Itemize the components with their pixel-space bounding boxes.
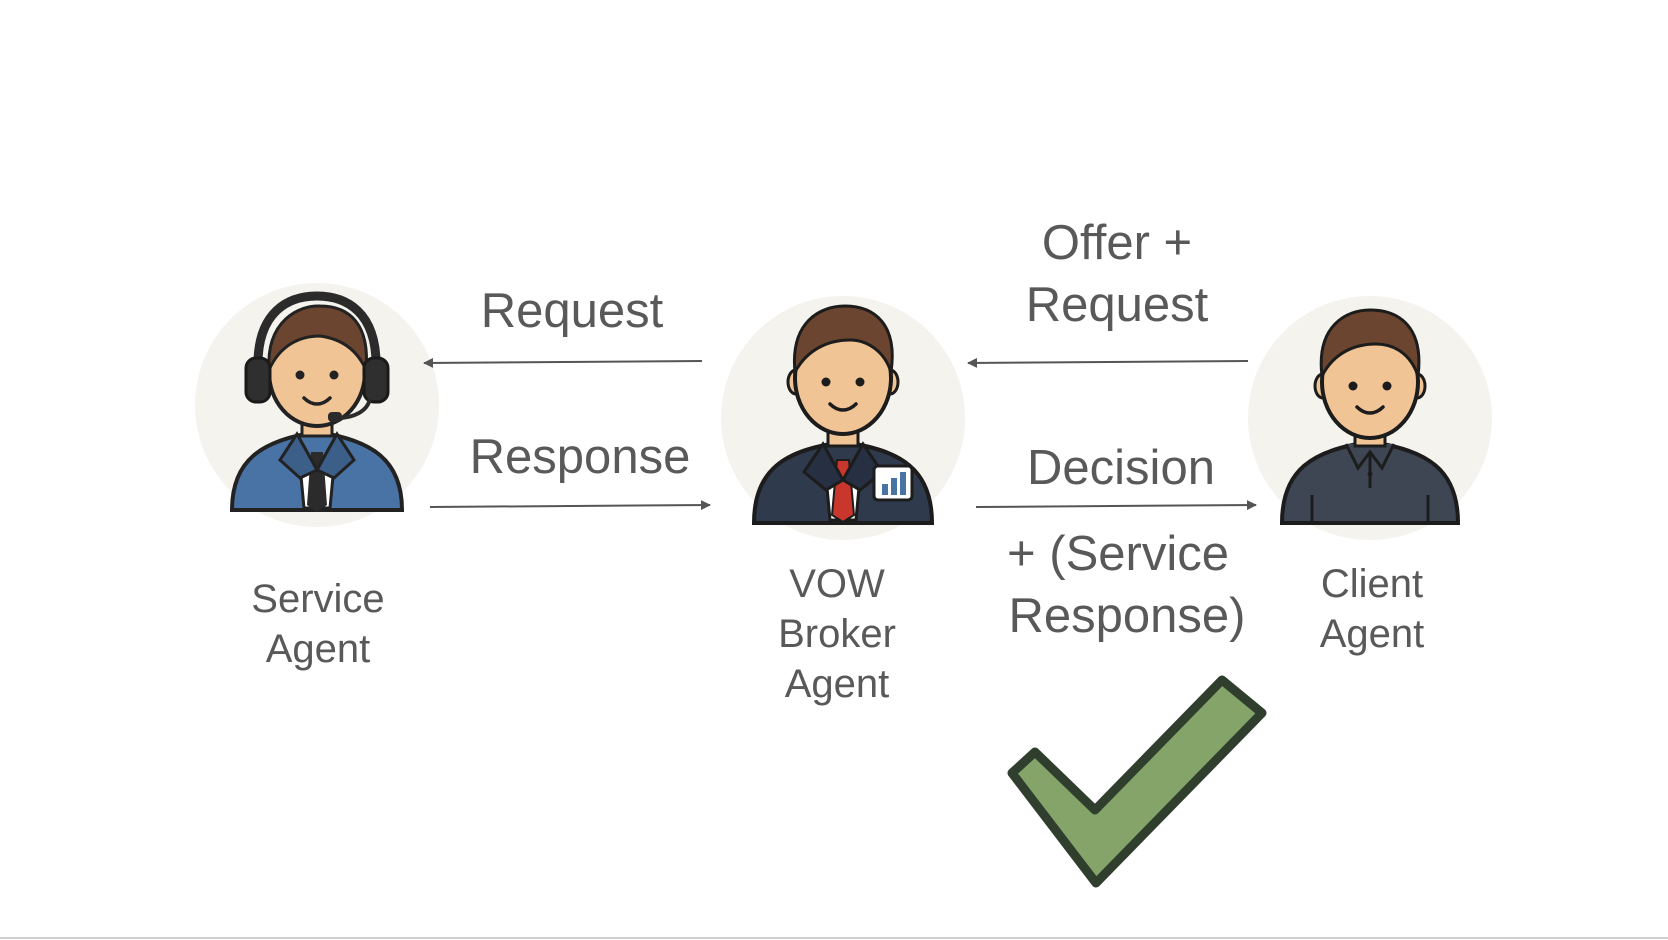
broker-agent-label: VOW Broker Agent	[778, 562, 896, 706]
response-arrow	[429, 500, 711, 511]
offer-request-label-line1: Offer +	[1042, 216, 1192, 270]
response-label-text: Response	[470, 430, 691, 484]
offer-request-label: Offer + Request	[1026, 216, 1209, 332]
decision-arrow	[975, 500, 1257, 511]
decision-label-line2: + (Service	[1007, 527, 1229, 581]
offer-request-arrow	[967, 357, 1249, 368]
decision-label: Decision + (Service Response)	[1007, 441, 1245, 643]
service-agent: Service Agent	[195, 283, 439, 671]
checkmark-icon	[1007, 675, 1267, 888]
broker-agent-icon	[751, 304, 935, 525]
service-agent-label: Service Agent	[251, 577, 384, 671]
request-label-text: Request	[481, 284, 664, 338]
broker-agent-label-line3: Agent	[785, 662, 890, 706]
client-agent-icon	[1279, 308, 1461, 525]
client-agent-label: Client Agent	[1320, 562, 1425, 656]
service-agent-label-line1: Service	[251, 577, 384, 621]
offer-request-label-line2: Request	[1026, 278, 1209, 332]
headset-agent-icon	[229, 291, 405, 512]
broker-agent-label-line2: Broker	[778, 612, 896, 656]
request-label: Request	[481, 284, 664, 338]
client-agent-label-line1: Client	[1321, 562, 1423, 606]
response-label: Response	[470, 430, 691, 484]
request-arrow	[423, 357, 703, 368]
client-agent: Client Agent	[1248, 296, 1492, 656]
decision-label-line1: Decision	[1027, 441, 1215, 495]
decision-label-line3: Response)	[1009, 589, 1246, 643]
broker-agent-label-line1: VOW	[789, 562, 885, 606]
client-agent-label-line2: Agent	[1320, 612, 1425, 656]
bottom-divider	[0, 937, 1668, 939]
broker-agent: VOW Broker Agent	[721, 296, 965, 706]
service-agent-label-line2: Agent	[266, 627, 371, 671]
